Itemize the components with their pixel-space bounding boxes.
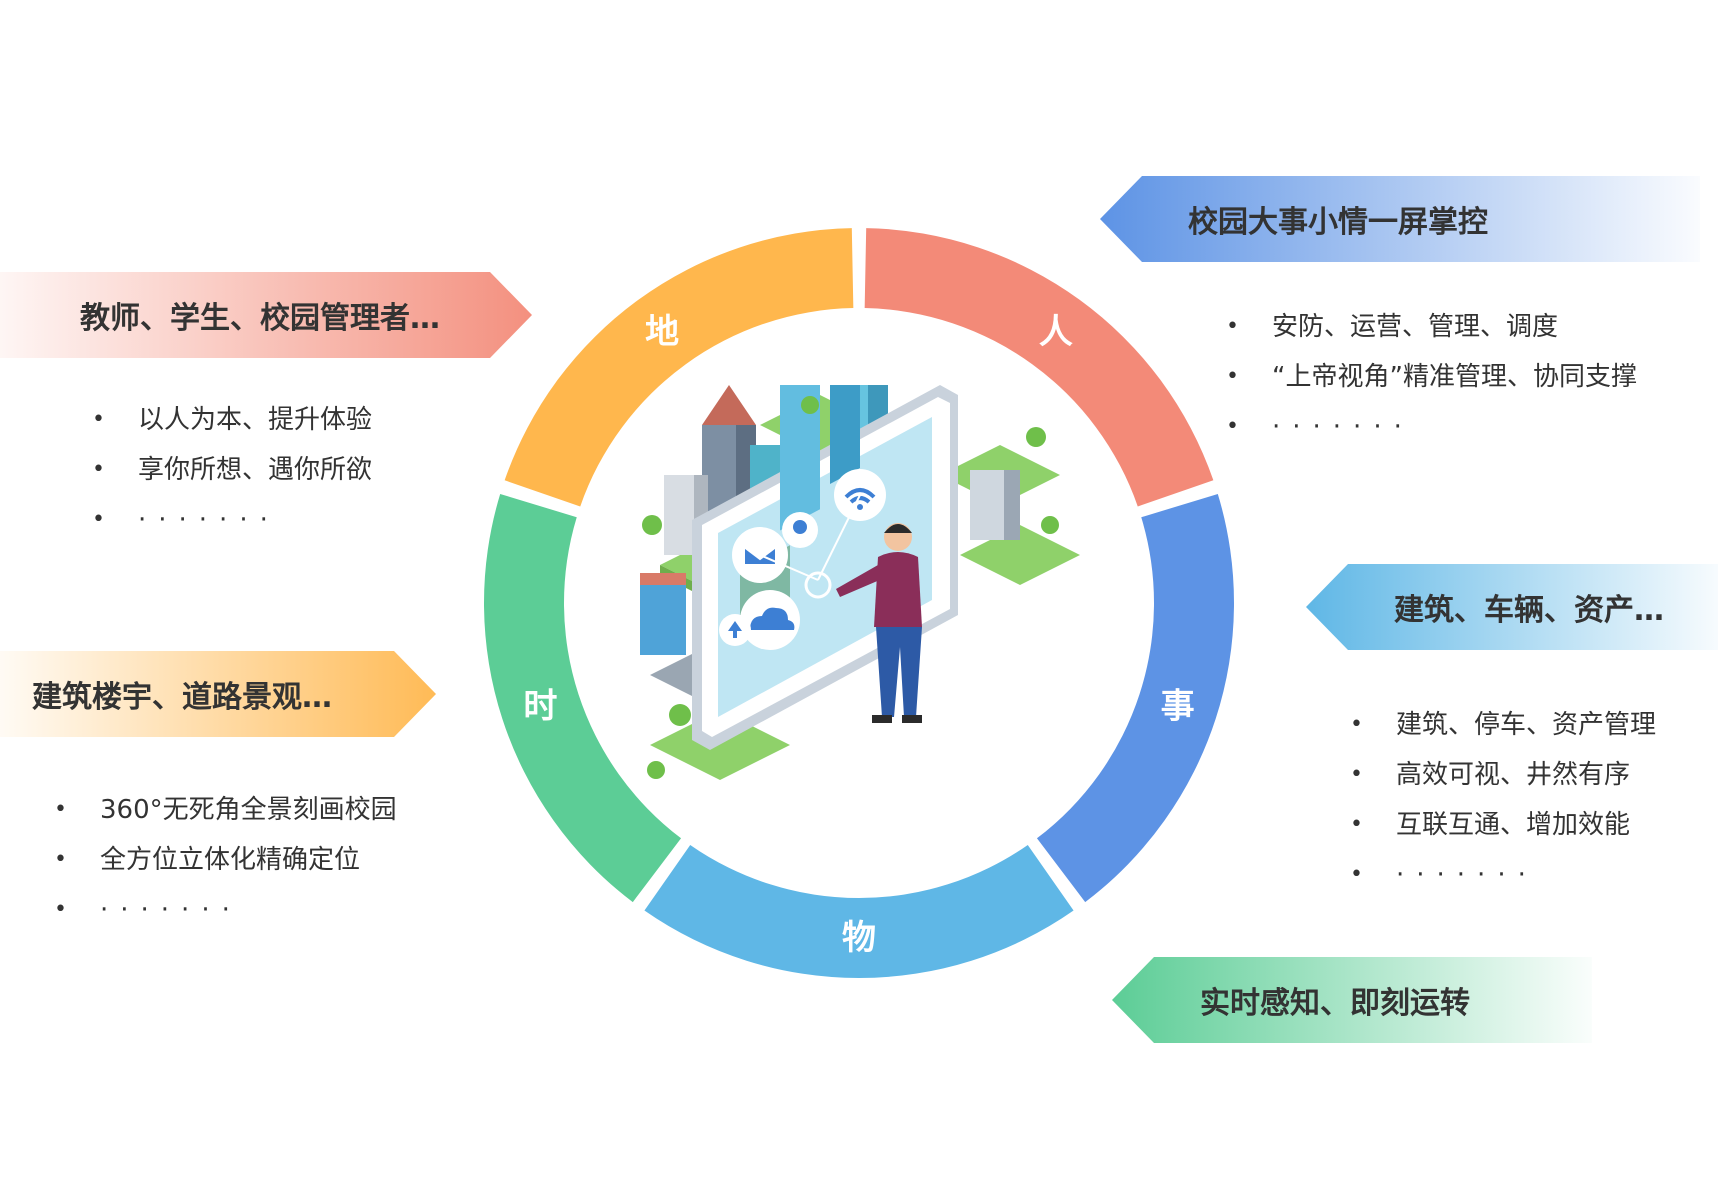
- floating-app-icons: [719, 469, 886, 650]
- ring-label-ren: 人: [1039, 312, 1073, 352]
- list-item: •·······: [1226, 412, 1414, 442]
- list-item: •安防、运营、管理、调度: [1226, 312, 1559, 342]
- person-figure: [836, 523, 922, 723]
- list-item: •全方位立体化精确定位: [54, 845, 361, 875]
- list-item: •以人为本、提升体验: [92, 405, 373, 435]
- ring-label-shi-time: 时: [523, 687, 557, 727]
- list-item: •·······: [1350, 860, 1538, 890]
- list-item: •享你所想、遇你所欲: [92, 455, 373, 485]
- banner-di-text: 建筑楼宇、道路景观…: [32, 680, 332, 715]
- ring-label-di: 地: [645, 312, 679, 352]
- list-item: •互联互通、增加效能: [1350, 810, 1631, 840]
- list-item: •·······: [92, 505, 280, 535]
- ring-segment-di: [504, 228, 854, 507]
- banner-shi-time: 实时感知、即刻运转: [1112, 957, 1592, 1043]
- banner-shi-text: 校园大事小情一屏掌控: [1188, 205, 1488, 240]
- smart-campus-illustration: [640, 385, 1080, 780]
- list-item: •建筑、停车、资产管理: [1350, 710, 1657, 740]
- bullet-list-shi: •安防、运营、管理、调度 •“上帝视角”精准管理、协同支撑 •·······: [1226, 302, 1706, 452]
- bullet-list-di: •360°无死角全景刻画校园 •全方位立体化精确定位 •·······: [54, 785, 474, 935]
- ring-label-wu: 物: [842, 918, 876, 958]
- list-item: •高效可视、井然有序: [1350, 760, 1631, 790]
- banner-ren-text: 教师、学生、校园管理者…: [80, 301, 440, 336]
- ring-segment-shi-time: [483, 493, 682, 903]
- banner-ren: 教师、学生、校园管理者…: [0, 272, 532, 358]
- bullet-list-wu: •建筑、停车、资产管理 •高效可视、井然有序 •互联互通、增加效能 •·····…: [1350, 700, 1710, 900]
- ring-segment-wu: [644, 844, 1074, 978]
- ring-segment-shi: [1036, 493, 1234, 903]
- banner-shi-time-text: 实时感知、即刻运转: [1200, 986, 1470, 1021]
- trees: [642, 396, 1059, 779]
- ring-label-shi: 事: [1161, 687, 1195, 727]
- banner-wu-text: 建筑、车辆、资产…: [1394, 593, 1664, 628]
- banner-shi: 校园大事小情一屏掌控: [1100, 176, 1700, 262]
- ring-segment-ren: [864, 228, 1214, 507]
- banner-di: 建筑楼宇、道路景观…: [0, 651, 436, 737]
- list-item: •360°无死角全景刻画校园: [54, 795, 397, 825]
- list-item: •“上帝视角”精准管理、协同支撑: [1226, 362, 1637, 392]
- bullet-list-ren: •以人为本、提升体验 •享你所想、遇你所欲 •·······: [92, 395, 512, 545]
- banner-wu: 建筑、车辆、资产…: [1306, 564, 1718, 650]
- list-item: •·······: [54, 895, 242, 925]
